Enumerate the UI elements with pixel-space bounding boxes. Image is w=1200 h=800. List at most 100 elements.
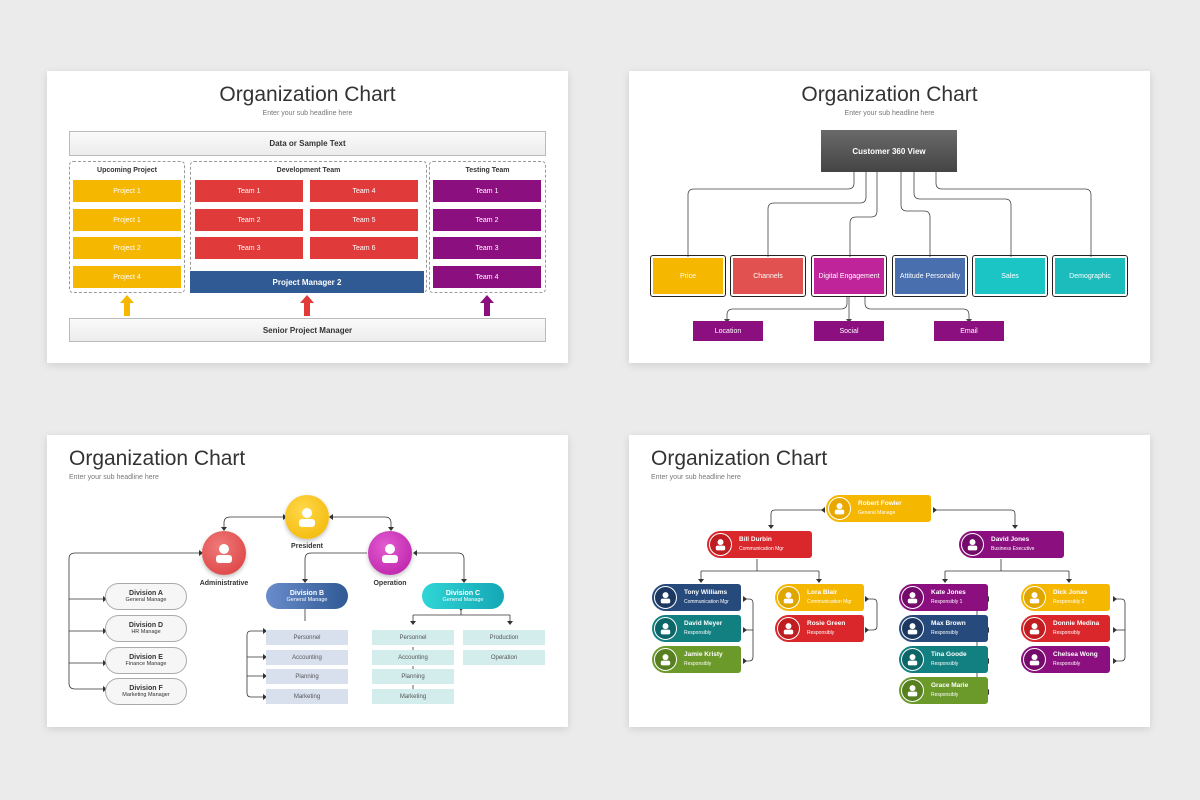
page-subtitle: Enter your sub headline here [651,474,741,481]
team-box: Team 6 [310,237,418,259]
person-name: David Jones [991,536,1030,543]
team-box: Team 1 [433,180,541,202]
grandchild-node-social: Social [814,321,884,341]
person-card-tina: Tina Goode Responsibly [899,646,988,673]
user-icon [1029,623,1040,635]
person-card-tony: Tony Williams Communication Mgr [652,584,741,611]
person-name: Robert Fowler [858,500,902,507]
person-card-dick: Dick Jonas Responsibly 2 [1021,584,1110,611]
person-role: Responsibly 2 [1053,599,1085,605]
division-b-node: Division B General Manage [266,583,348,609]
project-box: Project 4 [73,266,181,288]
testing-team-group [429,161,546,293]
division-c-item: Planning [372,669,454,684]
avatar [1023,648,1046,671]
division-role: Finance Manage [125,661,167,667]
person-role: Responsibly [1053,630,1081,636]
project-box: Project 1 [73,209,181,231]
person-card-chelsea: Chelsea Wong Responsibly [1021,646,1110,673]
user-icon [907,685,918,697]
division-name: Division F [129,685,163,692]
division-role: HR Manage [131,629,161,635]
person-card-grace: Grace Marie Responsibly [899,677,988,704]
person-name: Max Brown [931,620,966,627]
connector-lines [698,507,1126,695]
person-card-jamie: Jamie Kristy Responsibly [652,646,741,673]
upcoming-project-group [69,161,185,293]
bottom-bar: Senior Project Manager [69,318,546,342]
person-card-david-jones: David Jones Business Executive [959,531,1064,558]
child-node-price: Price [653,258,723,294]
node-frame [811,255,887,297]
child-node-demographic: Demographic [1055,258,1125,294]
avatar [777,586,800,609]
division-b-item: Planning [266,669,348,684]
avatar [777,617,800,640]
slide-2[interactable]: Organization Chart Enter your sub headli… [629,71,1150,363]
connector-lines [68,514,513,700]
avatar [901,648,924,671]
user-icon [907,592,918,604]
person-role: Responsibly 1 [931,599,963,605]
person-card-max: Max Brown Responsibly [899,615,988,642]
person-name: Rosie Green [807,620,846,627]
division-b-item: Personnel [266,630,348,645]
division-c-item: Marketing [372,689,454,704]
team-box: Team 3 [195,237,303,259]
node-frame [1052,255,1128,297]
division-c-item: Personnel [372,630,454,645]
slide-3[interactable]: Organization Chart Enter your sub headli… [47,435,568,727]
division-role: Marketing Manager [122,692,170,698]
team-box: Team 2 [195,209,303,231]
person-name: Lora Blair [807,589,838,596]
division-name: Division A [129,590,163,597]
user-icon [834,503,845,515]
top-bar: Data or Sample Text [69,131,546,156]
person-role: Responsibly [807,630,835,636]
page-title: Organization Chart [219,83,396,106]
grandchild-node-location: Location [693,321,763,341]
connector-lines [687,172,1092,323]
person-name: David Meyer [684,620,723,627]
user-icon [1029,654,1040,666]
person-role: Responsibly [931,630,959,636]
division-role: General Manage [125,597,167,603]
person-role: Responsibly [931,692,959,698]
president-avatar [285,495,329,539]
project-box: Project 1 [73,180,181,202]
avatar [654,617,677,640]
person-card-kate: Kate Jones Responsibly 1 [899,584,988,611]
page-subtitle: Enter your sub headline here [69,474,159,481]
person-role: Responsibly [684,630,712,636]
division-c-item: Production [463,630,545,645]
user-icon [783,592,794,604]
person-name: Tony Williams [684,589,728,596]
team-box: Team 1 [195,180,303,202]
slide-1[interactable]: Organization Chart Enter your sub headli… [47,71,568,363]
user-icon [660,592,671,604]
person-role: Responsibly [931,661,959,667]
team-box: Team 4 [310,180,418,202]
division-name: Division C [445,589,481,597]
child-node-sales: Sales [975,258,1045,294]
division-c-node: Division C General Manage [422,583,504,609]
team-box: Team 4 [433,266,541,288]
person-name: Donnie Medina [1053,620,1100,627]
child-node-attitude-personality: Attitude Personality [895,258,965,294]
person-role: Communication Mgr [807,599,852,605]
person-name: Chelsea Wong [1053,651,1098,658]
division-f-node: Division F Marketing Manager [105,678,187,705]
avatar [654,648,677,671]
avatar [901,617,924,640]
avatar [1023,586,1046,609]
administrative-avatar [202,531,246,575]
division-c-item: Accounting [372,650,454,665]
testing-team-label: Testing Team [465,167,510,174]
page-title: Organization Chart [801,83,978,106]
project-manager-bar: Project Manager 2 [190,271,424,293]
team-box: Team 5 [310,209,418,231]
slide-4[interactable]: Organization Chart Enter your sub headli… [629,435,1150,727]
person-card-robert: Robert Fowler General Manage [826,495,931,522]
division-c-item: Operation [463,650,545,665]
root-node: Customer 360 View [821,130,957,172]
